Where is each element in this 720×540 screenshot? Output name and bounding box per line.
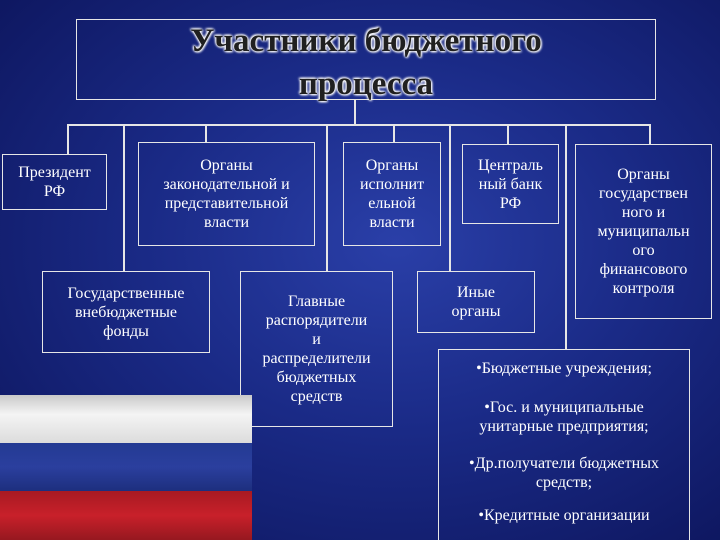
list-item: •Др.получатели бюджетных средств; (469, 455, 659, 491)
box-other: Иные органы (417, 271, 535, 333)
connector-central-bank (507, 124, 509, 144)
box-funds: Государственные внебюджетные фонды (42, 271, 210, 353)
connector-president (67, 124, 69, 154)
recipients-list: •Бюджетные учреждения; •Гос. и муниципал… (438, 349, 690, 540)
connector-legislative (123, 124, 125, 272)
connector-horizontal-bar (67, 124, 651, 126)
box-executive: Органы исполнит ельной власти (343, 142, 441, 246)
connector-executive (393, 124, 395, 142)
list-item: •Гос. и муниципальные унитарные предприя… (479, 399, 649, 435)
list-item: •Бюджетные учреждения; (476, 360, 652, 377)
box-central-bank: Централь ный банк РФ (462, 144, 559, 224)
connector-other (449, 124, 451, 271)
box-legislative: Органы законодательной и представительно… (138, 142, 315, 246)
connector-legislative-top (205, 124, 207, 142)
connector-title-down (354, 100, 356, 124)
russian-flag-image (0, 395, 252, 540)
box-president: Президент РФ (2, 154, 107, 210)
flag-blue-stripe (0, 443, 252, 491)
connector-fin-control (649, 124, 651, 144)
flag-white-stripe (0, 395, 252, 443)
flag-red-stripe (0, 491, 252, 540)
list-item: •Кредитные организации (478, 507, 650, 524)
diagram-title: Участники бюджетного процесса (76, 19, 656, 102)
box-fin-control: Органы государствен ного и муниципальн о… (575, 144, 712, 319)
box-managers: Главные распорядители и распределители б… (240, 271, 393, 427)
connector-list (565, 124, 567, 349)
connector-managers (326, 124, 328, 271)
